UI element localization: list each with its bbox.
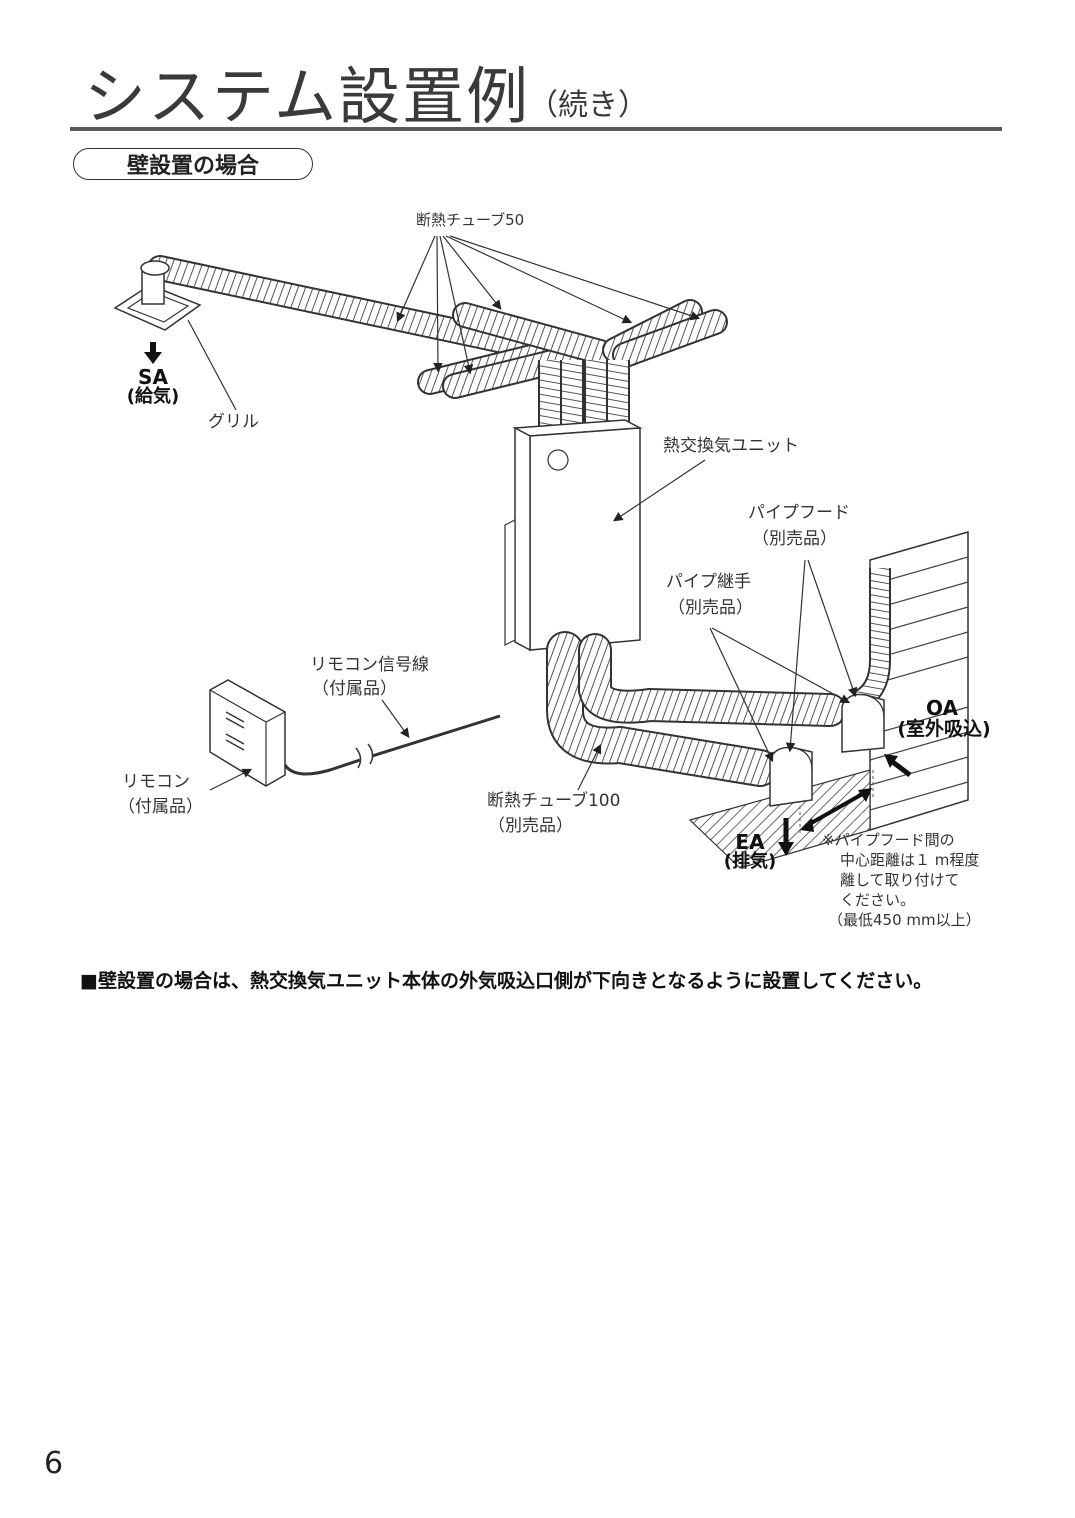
label-remote-signal-wire: リモコン信号線 — [310, 655, 429, 675]
insulation-tube-50-ducts — [147, 255, 728, 428]
label-pipe-joint: パイプ継手 — [666, 572, 751, 592]
label-pipe-hood-sub: （別売品） — [752, 529, 837, 549]
label-pipe-hood: パイプフード — [748, 503, 850, 523]
remote-control — [209, 679, 286, 787]
page-title-suffix: （続き） — [528, 88, 648, 123]
page-title: システム設置例 — [84, 60, 531, 133]
note-line-5: （最低450 mm以上） — [828, 911, 981, 929]
label-sa-jp: (給気) — [126, 386, 180, 407]
oa-arrow — [884, 754, 912, 778]
installation-instruction: ■壁設置の場合は、熱交換気ユニット本体の外気吸込口側が下向きとなるように設置して… — [80, 970, 933, 992]
label-remote-signal-wire-sub: （付属品） — [312, 679, 397, 699]
label-remote: リモコン — [122, 772, 190, 792]
section-label: 壁設置の場合 — [73, 148, 313, 180]
label-sa: SA — [138, 365, 168, 389]
wire-break-mark — [355, 743, 374, 769]
title-divider — [70, 127, 1002, 131]
label-oa-jp: (室外吸込) — [897, 718, 991, 740]
pipe-hood-oa — [841, 693, 885, 753]
heat-exchange-unit — [504, 419, 643, 652]
insulation-tube-100-ducts — [546, 568, 891, 787]
leader-lines — [187, 235, 858, 791]
ea-arrow — [778, 818, 794, 856]
note-line-1: ※パイプフード間の — [822, 831, 955, 849]
label-insulation-tube-50: 断熱チューブ50 — [416, 211, 525, 229]
grill-diffuser — [113, 260, 202, 331]
label-insulation-tube-100-sub: （別売品） — [488, 816, 573, 836]
label-insulation-tube-100: 断熱チューブ100 — [487, 791, 621, 811]
hood-distance-arrow — [799, 770, 874, 836]
label-oa: OA — [926, 696, 958, 720]
label-heat-exchange-unit: 熱交換気ユニット — [663, 436, 799, 456]
note-line-3: 離して取り付けて — [840, 871, 960, 889]
note-line-4: ください。 — [840, 891, 916, 909]
label-remote-sub: （付属品） — [118, 797, 203, 817]
note-line-2: 中心距離は１ m程度 — [840, 851, 980, 869]
label-ea-jp: (排気) — [723, 851, 777, 872]
label-ea: EA — [735, 830, 765, 854]
label-grill: グリル — [208, 412, 259, 432]
page-number: 6 — [44, 1446, 64, 1481]
sa-arrow — [144, 342, 162, 364]
pipe-hood-ea — [769, 746, 813, 807]
remote-signal-wire — [283, 714, 501, 776]
label-pipe-joint-sub: （別売品） — [668, 598, 753, 618]
